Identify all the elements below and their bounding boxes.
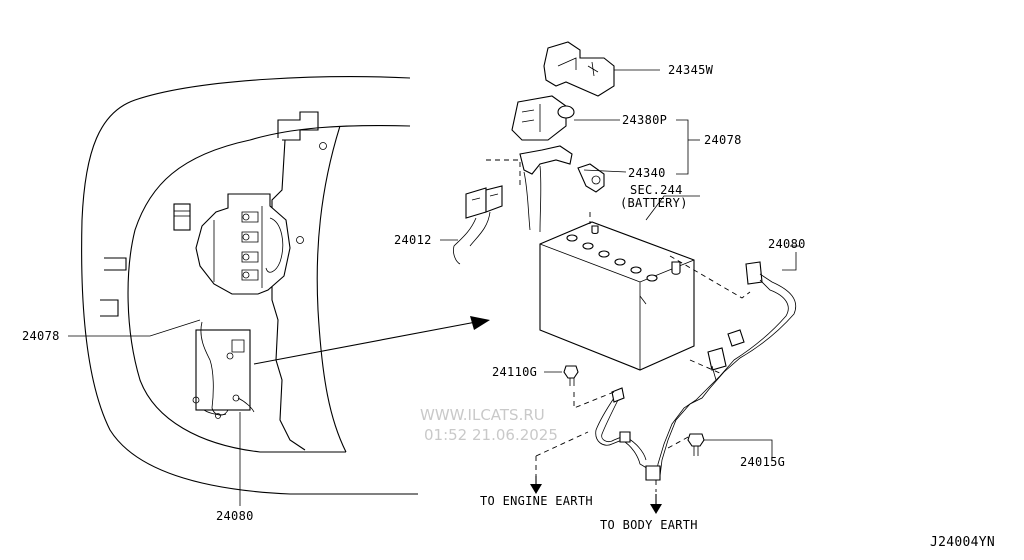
callout-cable-right: 24080 [768,237,806,251]
callout-battery-name: (BATTERY) [620,196,688,210]
callout-fusible-link: 24380P [622,113,667,127]
callout-harness-left: 24012 [394,233,432,247]
battery-cable-part [655,245,800,479]
label-engine-earth: TO ENGINE EARTH [480,494,593,508]
label-body-earth: TO BODY EARTH [600,518,698,532]
drawing-id: J24004YN [930,535,995,550]
battery-part [539,195,700,371]
callout-terminal-cover: 24345W [668,63,714,77]
callout-terminal-clamp: 24340 [628,166,666,180]
harness-connector-part [440,159,521,265]
watermark-stamp: 01:52 21.06.2025 [424,426,558,444]
watermark-site: WWW.ILCATS.RU [420,406,545,424]
terminal-clamp-part [519,145,627,233]
callout-bolt-engine: 24110G [492,365,537,379]
terminal-cover-part [543,41,660,97]
callout-bolt-body: 24015G [740,455,785,469]
assembly-bracket-lines [676,119,700,175]
callout-assembly-right: 24078 [704,133,742,147]
vehicle-engine-bay-outline [68,76,490,506]
earth-cable-part [530,365,773,514]
callout-cable-bottom: 24080 [216,509,254,523]
callout-battery-ref: SEC.244 [630,183,683,197]
fusible-link-part [511,95,620,141]
callout-assembly-left: 24078 [22,329,60,343]
